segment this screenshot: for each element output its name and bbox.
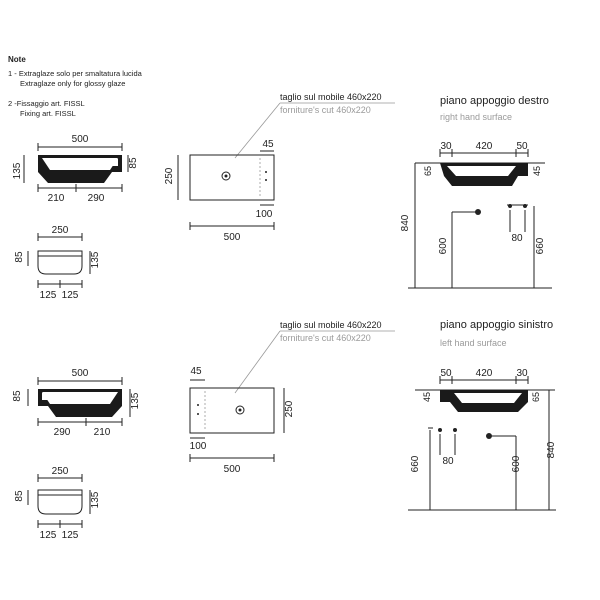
bottom-plan-shelf: 45 bbox=[190, 366, 202, 377]
top-front-split-left: 210 bbox=[48, 193, 65, 204]
notes-block: Note 1 - Extraglaze solo per smaltatura … bbox=[8, 55, 143, 118]
bottom-install-right: 30 bbox=[516, 368, 528, 379]
top-side-half-left: 125 bbox=[40, 290, 57, 301]
top-install-h-left: 65 bbox=[423, 166, 433, 176]
top-side-view: 250 85 135 125 125 bbox=[14, 225, 101, 301]
top-front-split-right: 290 bbox=[88, 193, 105, 204]
top-cut-en: forniture's cut 460x220 bbox=[280, 105, 371, 115]
top-side-outline bbox=[37, 250, 83, 275]
top-side-width: 250 bbox=[52, 225, 69, 236]
bottom-front-height-left: 85 bbox=[12, 390, 23, 402]
bottom-install-h-left: 45 bbox=[422, 392, 432, 402]
bottom-front-split-left: 290 bbox=[54, 427, 71, 438]
top-install-mid: 420 bbox=[476, 141, 493, 152]
bottom-plan-outline bbox=[189, 387, 275, 434]
bottom-install-view: piano appoggio sinistro left hand surfac… bbox=[408, 319, 557, 511]
bottom-front-view: 500 85 135 290 210 bbox=[12, 368, 141, 438]
top-front-width: 500 bbox=[72, 134, 89, 145]
note-1: 1 - Extraglaze solo per smaltatura lucid… bbox=[8, 69, 143, 78]
bottom-install-drain-h: 600 bbox=[511, 455, 522, 472]
top-front-height-left: 135 bbox=[12, 162, 23, 179]
top-plan-shelf: 45 bbox=[262, 139, 274, 150]
top-side-height-right: 135 bbox=[90, 251, 101, 268]
top-install-h-right: 45 bbox=[532, 166, 542, 176]
top-install-subtitle: right hand surface bbox=[440, 112, 512, 122]
top-install-left: 30 bbox=[440, 141, 452, 152]
bottom-install-subtitle: left hand surface bbox=[440, 338, 507, 348]
top-install-view: piano appoggio destro right hand surface… bbox=[400, 95, 552, 289]
bottom-side-height-left: 85 bbox=[14, 490, 25, 502]
bottom-front-height-right: 135 bbox=[130, 392, 141, 409]
bottom-side-outline bbox=[37, 489, 83, 515]
bottom-install-left: 50 bbox=[440, 368, 452, 379]
bottom-plan-depth: 250 bbox=[284, 400, 295, 417]
note-1-en: Extraglaze only for glossy glaze bbox=[20, 79, 125, 88]
bottom-front-split-right: 210 bbox=[94, 427, 111, 438]
top-front-height-right: 85 bbox=[128, 157, 139, 169]
bottom-front-width: 500 bbox=[72, 368, 89, 379]
bottom-install-tap-w: 80 bbox=[442, 456, 454, 467]
top-plan-width: 500 bbox=[224, 232, 241, 243]
top-front-view: 500 135 85 210 290 bbox=[12, 134, 139, 204]
top-install-tap-h: 660 bbox=[535, 237, 546, 254]
top-install-drain-h: 600 bbox=[438, 237, 449, 254]
bottom-side-height-right: 135 bbox=[90, 491, 101, 508]
top-install-right: 50 bbox=[516, 141, 528, 152]
top-plan-shelf-depth: 100 bbox=[256, 209, 273, 220]
top-install-title: piano appoggio destro bbox=[440, 95, 549, 107]
bottom-cut-it: taglio sul mobile 460x220 bbox=[280, 320, 382, 330]
notes-heading: Note bbox=[8, 55, 26, 64]
bottom-install-title: piano appoggio sinistro bbox=[440, 319, 553, 331]
bottom-plan-view: taglio sul mobile 460x220 forniture's cu… bbox=[189, 320, 395, 475]
top-plan-view: taglio sul mobile 460x220 forniture's cu… bbox=[164, 92, 395, 243]
bottom-side-view: 250 85 135 125 125 bbox=[14, 466, 101, 541]
bottom-cut-en: forniture's cut 460x220 bbox=[280, 333, 371, 343]
bottom-install-total: 840 bbox=[546, 441, 557, 458]
bottom-install-mid: 420 bbox=[476, 368, 493, 379]
top-cut-it: taglio sul mobile 460x220 bbox=[280, 92, 382, 102]
bottom-side-half-right: 125 bbox=[62, 530, 79, 541]
note-2-en: Fixing art. FISSL bbox=[20, 109, 76, 118]
top-install-tap-w: 80 bbox=[511, 233, 523, 244]
top-plan-outline bbox=[189, 154, 275, 201]
top-install-total: 840 bbox=[400, 214, 411, 231]
top-side-height-left: 85 bbox=[14, 251, 25, 263]
bottom-plan-shelf-depth: 100 bbox=[190, 441, 207, 452]
bottom-side-width: 250 bbox=[52, 466, 69, 477]
top-plan-depth: 250 bbox=[164, 167, 175, 184]
top-side-half-right: 125 bbox=[62, 290, 79, 301]
note-2: 2 -Fissaggio art. FISSL bbox=[8, 99, 85, 108]
bottom-install-h-right: 65 bbox=[531, 392, 541, 402]
bottom-side-half-left: 125 bbox=[40, 530, 57, 541]
bottom-plan-width: 500 bbox=[224, 464, 241, 475]
bottom-install-tap-h: 660 bbox=[410, 455, 421, 472]
